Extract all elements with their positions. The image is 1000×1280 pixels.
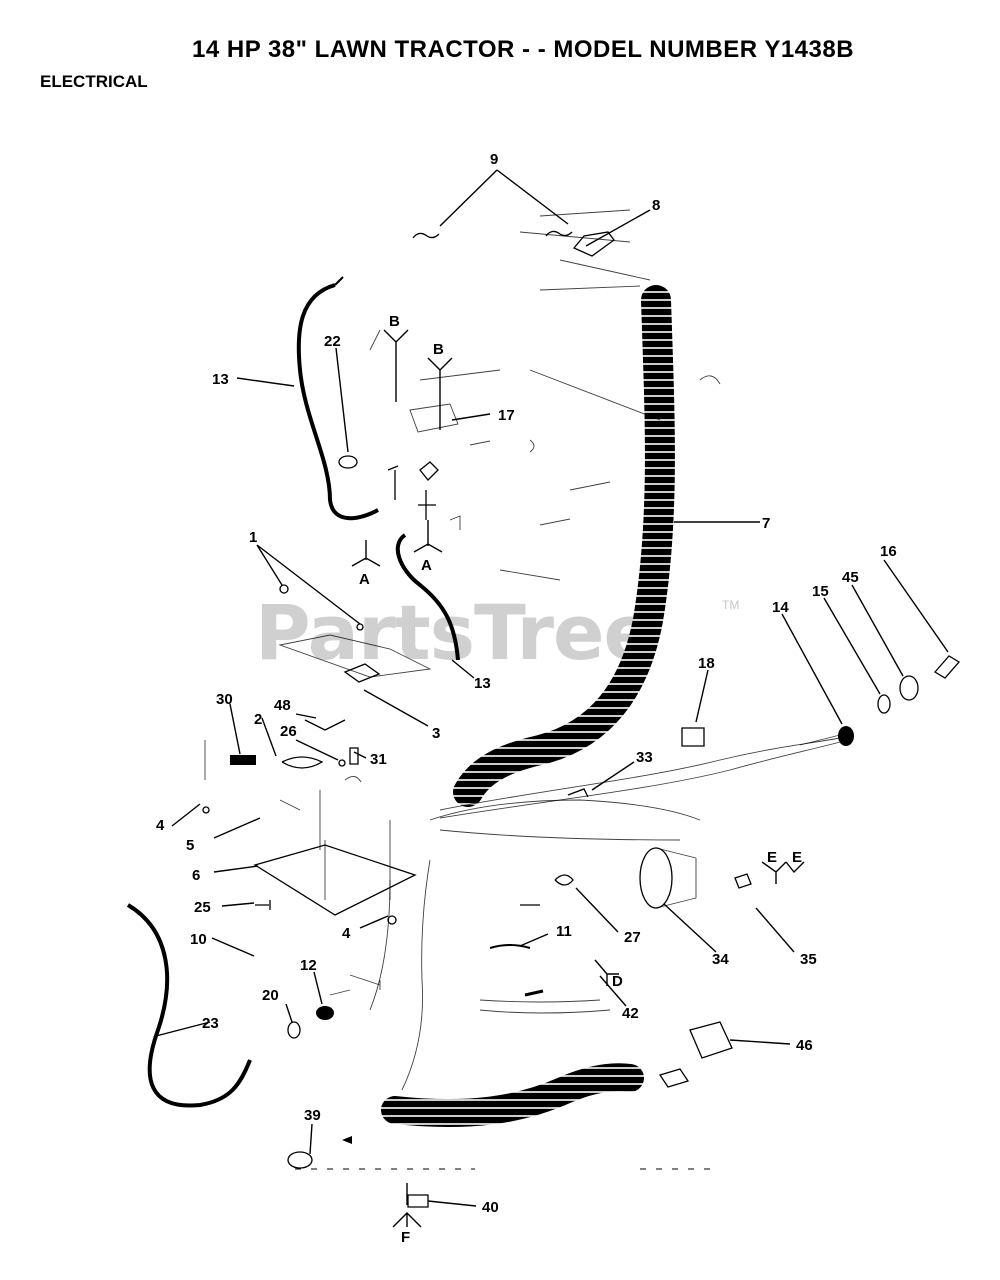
connector-B2: B <box>433 341 444 358</box>
callout-7: 7 <box>762 515 770 532</box>
callout-12: 12 <box>300 957 317 974</box>
callout-4: 4 <box>156 817 165 834</box>
callout-11: 11 <box>556 923 572 940</box>
callout-14: 14 <box>772 599 789 616</box>
callout-20: 20 <box>262 987 279 1004</box>
watermark-trademark: TM <box>722 598 740 612</box>
callout-48: 48 <box>274 697 291 714</box>
part-48-wire <box>304 719 346 731</box>
callout-35: 35 <box>800 951 817 968</box>
part-7-corrugated-conduit <box>453 285 675 807</box>
lower-corrugated-conduit <box>381 1063 644 1128</box>
section-label: ELECTRICAL <box>40 72 148 91</box>
connector-A2: A <box>421 557 432 574</box>
callout-5: 5 <box>186 837 194 854</box>
callout-16: 16 <box>880 543 897 560</box>
part-46-connector <box>658 1021 733 1088</box>
callout-10: 10 <box>190 931 207 948</box>
callout-4b: 4 <box>342 925 351 942</box>
part-13-cables <box>296 276 460 661</box>
callout-8: 8 <box>652 197 660 214</box>
callout-15: 15 <box>812 583 829 600</box>
part-33-clip <box>567 788 589 798</box>
part-6-battery-tray <box>202 790 417 925</box>
connector-B1: B <box>389 313 400 330</box>
connector-E1: E <box>767 849 777 866</box>
page-title: 14 HP 38" LAWN TRACTOR - - MODEL NUMBER … <box>192 36 855 63</box>
part-12-starter <box>287 974 381 1039</box>
part-1-hardware <box>278 584 432 678</box>
callout-18: 18 <box>698 655 715 672</box>
callout-39: 39 <box>304 1107 321 1124</box>
callout-labels: 9 8 13 22 17 7 1 16 15 45 14 13 18 3 30 … <box>156 151 897 1216</box>
callout-23: 23 <box>202 1015 219 1032</box>
part-22-terminal <box>338 455 358 469</box>
callout-33: 33 <box>636 749 653 766</box>
callout-3: 3 <box>432 725 440 742</box>
connector-letters: B B A A E E D F <box>359 313 802 1246</box>
part-39-terminal <box>287 1136 352 1169</box>
callout-30: 30 <box>216 691 233 708</box>
part-9-clips <box>412 230 573 239</box>
part-40-fuse-holder <box>407 1194 429 1208</box>
connector-A1: A <box>359 571 370 588</box>
callout-17: 17 <box>498 407 515 424</box>
callout-13b: 13 <box>474 675 491 692</box>
callout-40: 40 <box>482 1199 499 1216</box>
part-2-solenoid-area <box>279 747 362 811</box>
part-3-plate <box>343 663 381 683</box>
wiring-harness <box>439 737 841 819</box>
callout-34: 34 <box>712 951 729 968</box>
callout-46: 46 <box>796 1037 813 1054</box>
callout-22: 22 <box>324 333 341 350</box>
part-34-headlight <box>639 847 697 909</box>
part-8-bracket <box>519 209 641 291</box>
connector-E2: E <box>792 849 802 866</box>
part-11-ground-wires <box>489 874 574 997</box>
callout-42: 42 <box>622 1005 639 1022</box>
part-18-switch <box>681 727 705 747</box>
part-23-battery-cable <box>126 903 252 1108</box>
callout-13: 13 <box>212 371 229 388</box>
part-14-connector <box>799 655 961 746</box>
junction-marks <box>351 329 805 1228</box>
part-30-plug <box>204 740 256 780</box>
callout-6: 6 <box>192 867 200 884</box>
callout-26: 26 <box>280 723 297 740</box>
callout-9: 9 <box>490 151 498 168</box>
part-25-bolt <box>255 900 271 910</box>
callout-31: 31 <box>370 751 387 768</box>
callout-45: 45 <box>842 569 859 586</box>
callout-27: 27 <box>624 929 641 946</box>
connector-D: D <box>612 973 623 990</box>
connector-F: F <box>401 1229 410 1246</box>
part-17-switch <box>387 403 459 520</box>
part-35-socket <box>734 873 752 889</box>
leader-lines <box>155 169 949 1207</box>
callout-2: 2 <box>254 711 262 728</box>
callout-25: 25 <box>194 899 211 916</box>
callout-1: 1 <box>249 529 257 546</box>
